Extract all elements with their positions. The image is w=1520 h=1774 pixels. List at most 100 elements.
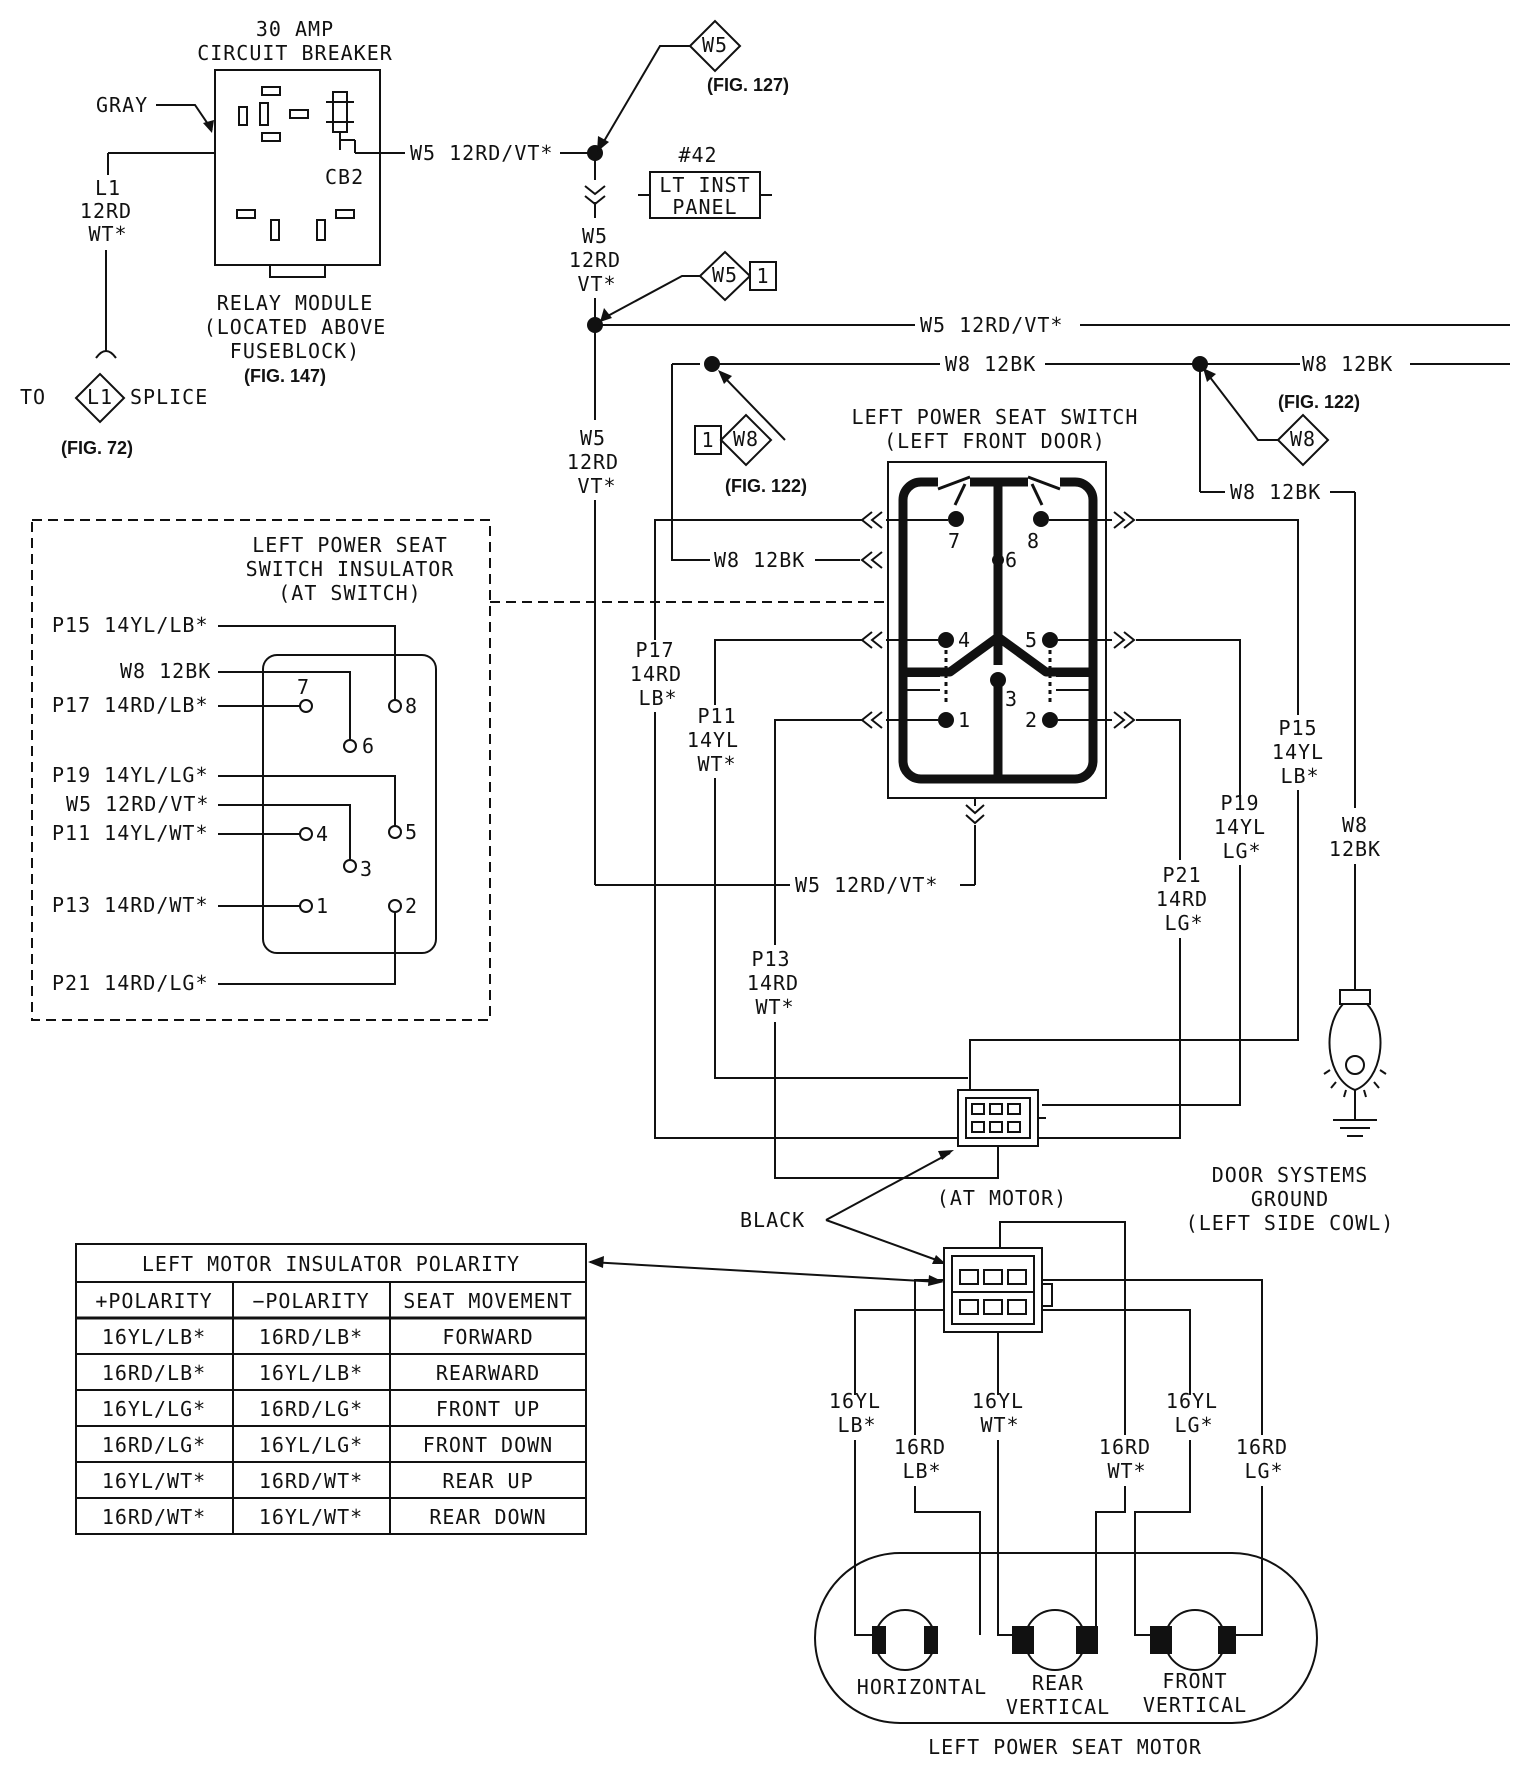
p11-wire-top xyxy=(714,639,862,705)
motor-wire-d-2: WT* xyxy=(1107,1459,1146,1483)
relay-terminal xyxy=(335,209,355,219)
w8-to-switch-label: W8 12BK xyxy=(714,548,805,572)
ins-pin-5-label: 5 xyxy=(405,820,418,844)
rear-motor-brush xyxy=(1012,1626,1034,1654)
table-cell: 16YL/WT* xyxy=(102,1469,206,1493)
table-cell: FRONT DOWN xyxy=(423,1433,553,1457)
w8-wire-right-label: W8 12BK xyxy=(1302,352,1393,376)
ins-pin-2-label: 2 xyxy=(405,894,418,918)
table-title: LEFT MOTOR INSULATOR POLARITY xyxy=(142,1252,520,1276)
switch-contact-lever xyxy=(1030,483,1044,506)
p11-label-1: P11 xyxy=(697,704,736,728)
p19-wire-top xyxy=(1136,639,1241,800)
ins-label-p19: P19 14YL/LG* xyxy=(52,763,209,787)
p21-wire-top xyxy=(1136,719,1181,860)
connector-42-number: #42 xyxy=(678,143,717,167)
motor-wire-16yl-lg xyxy=(1042,1309,1191,1395)
ground-label-1: DOOR SYSTEMS xyxy=(1212,1163,1369,1187)
w5-connector-chevron xyxy=(584,185,606,196)
relay-terminal xyxy=(316,219,326,241)
switch-pin-7 xyxy=(948,511,964,527)
black-arrowhead-2 xyxy=(932,1255,946,1264)
p13-label-2: 14RD xyxy=(747,971,799,995)
motor-connector-lower-cavities xyxy=(959,1269,1027,1315)
p15-label-1: P15 xyxy=(1278,716,1317,740)
w5-diamond-2-box xyxy=(749,261,777,291)
table-cell: 16RD/LG* xyxy=(102,1433,206,1457)
relay-module-tab xyxy=(269,264,326,278)
switch-bus-cross xyxy=(905,632,1091,677)
insulator-dashed-box xyxy=(31,519,491,1021)
p21-label-2: 14RD xyxy=(1156,887,1208,911)
table-cell: REAR UP xyxy=(442,1469,533,1493)
w8-left-arrowhead xyxy=(718,370,732,384)
motor-wire-16rd-lb xyxy=(914,1279,944,1435)
l1-label-3: WT* xyxy=(88,222,127,246)
ins-label-p15: P15 14YL/LB* xyxy=(52,613,209,637)
black-arrowhead-1 xyxy=(938,1150,954,1160)
motor-wire-16rd-lg-lower xyxy=(1234,1486,1263,1636)
p13-label-1: P13 xyxy=(751,947,790,971)
ground-screw xyxy=(1345,1055,1365,1075)
motor-wire-b-2: LB* xyxy=(902,1459,941,1483)
p11-label-3: WT* xyxy=(697,752,736,776)
ins-label-w8: W8 12BK xyxy=(120,659,211,683)
l1-splice-label: SPLICE xyxy=(130,385,208,409)
w5-diamond-2-num: 1 xyxy=(756,264,769,288)
table-leader-arrow-right xyxy=(928,1275,944,1286)
ins-pin-5 xyxy=(388,825,402,839)
table-cell: 16RD/WT* xyxy=(102,1505,206,1529)
motor-wire-a-2: LB* xyxy=(837,1413,876,1437)
p13-wire-bottom xyxy=(774,1022,999,1179)
motor-connector-group: (AT MOTOR) BLACK xyxy=(740,1089,1067,1333)
ins-pin-8 xyxy=(388,699,402,713)
insulator-title-1: LEFT POWER SEAT xyxy=(252,533,448,557)
table-leader-arrow-left xyxy=(588,1256,604,1268)
motor-connector-lower-latch xyxy=(1041,1283,1053,1307)
switch-pin-3 xyxy=(990,672,1006,688)
p15-wire-top xyxy=(1136,519,1299,715)
horizontal-label: HORIZONTAL xyxy=(857,1675,987,1699)
motor-housing xyxy=(814,1552,1318,1724)
p11-label-2: 14YL xyxy=(687,728,739,752)
relay-label-3: FUSEBLOCK) xyxy=(230,339,360,363)
w5-down-label-3: VT* xyxy=(577,474,616,498)
relay-terminal xyxy=(261,86,281,96)
l1-splice-diamond xyxy=(74,372,126,424)
polarity-table: LEFT MOTOR INSULATOR POLARITY +POLARITY … xyxy=(75,1243,944,1535)
ground-eyelet xyxy=(1328,1003,1382,1092)
horizontal-motor-brush xyxy=(924,1626,938,1654)
w5-down-label-1: W5 xyxy=(580,426,606,450)
motor-wire-a-1: 16YL xyxy=(829,1389,881,1413)
front-label-2: VERTICAL xyxy=(1143,1693,1247,1717)
w5-vert-label-1: W5 xyxy=(582,224,608,248)
w5-leader-arrowhead xyxy=(597,136,609,152)
switch-pin-8-label: 8 xyxy=(1027,529,1040,553)
w5-top-wire-label: W5 12RD/VT* xyxy=(410,141,553,165)
relay-fig-ref: (FIG. 147) xyxy=(244,366,326,386)
l1-wire-break xyxy=(95,350,117,359)
ins-pin-7-label: 7 xyxy=(297,675,310,699)
motor-wire-e-2: LG* xyxy=(1174,1413,1213,1437)
w5-diamond-top xyxy=(688,19,742,73)
ground-lug-top xyxy=(1339,989,1371,1005)
p19-label-2: 14YL xyxy=(1214,815,1266,839)
black-leader-1 xyxy=(825,1152,951,1221)
switch-pin-1 xyxy=(938,712,954,728)
switch-pin-8 xyxy=(1033,511,1049,527)
horizontal-motor-brush xyxy=(872,1626,886,1654)
w8-wire-label: W8 12BK xyxy=(945,352,1036,376)
at-motor-label: (AT MOTOR) xyxy=(937,1186,1067,1210)
ins-label-p21: P21 14RD/LG* xyxy=(52,971,209,995)
ins-pin-3-label: 3 xyxy=(360,857,373,881)
motor-connector-upper xyxy=(957,1089,1039,1147)
ins-pin-3 xyxy=(343,859,357,873)
motor-wire-16yl-lg-lower xyxy=(1134,1440,1191,1636)
rear-label-1: REAR xyxy=(1032,1671,1084,1695)
motor-wire-16rd-lg xyxy=(1042,1279,1263,1435)
table-header-movement: SEAT MOVEMENT xyxy=(403,1289,573,1313)
ins-wire-p21 xyxy=(218,912,396,985)
motor-wire-f-2: LG* xyxy=(1244,1459,1283,1483)
table-cell: 16RD/LG* xyxy=(259,1397,363,1421)
relay-terminal xyxy=(261,132,281,142)
